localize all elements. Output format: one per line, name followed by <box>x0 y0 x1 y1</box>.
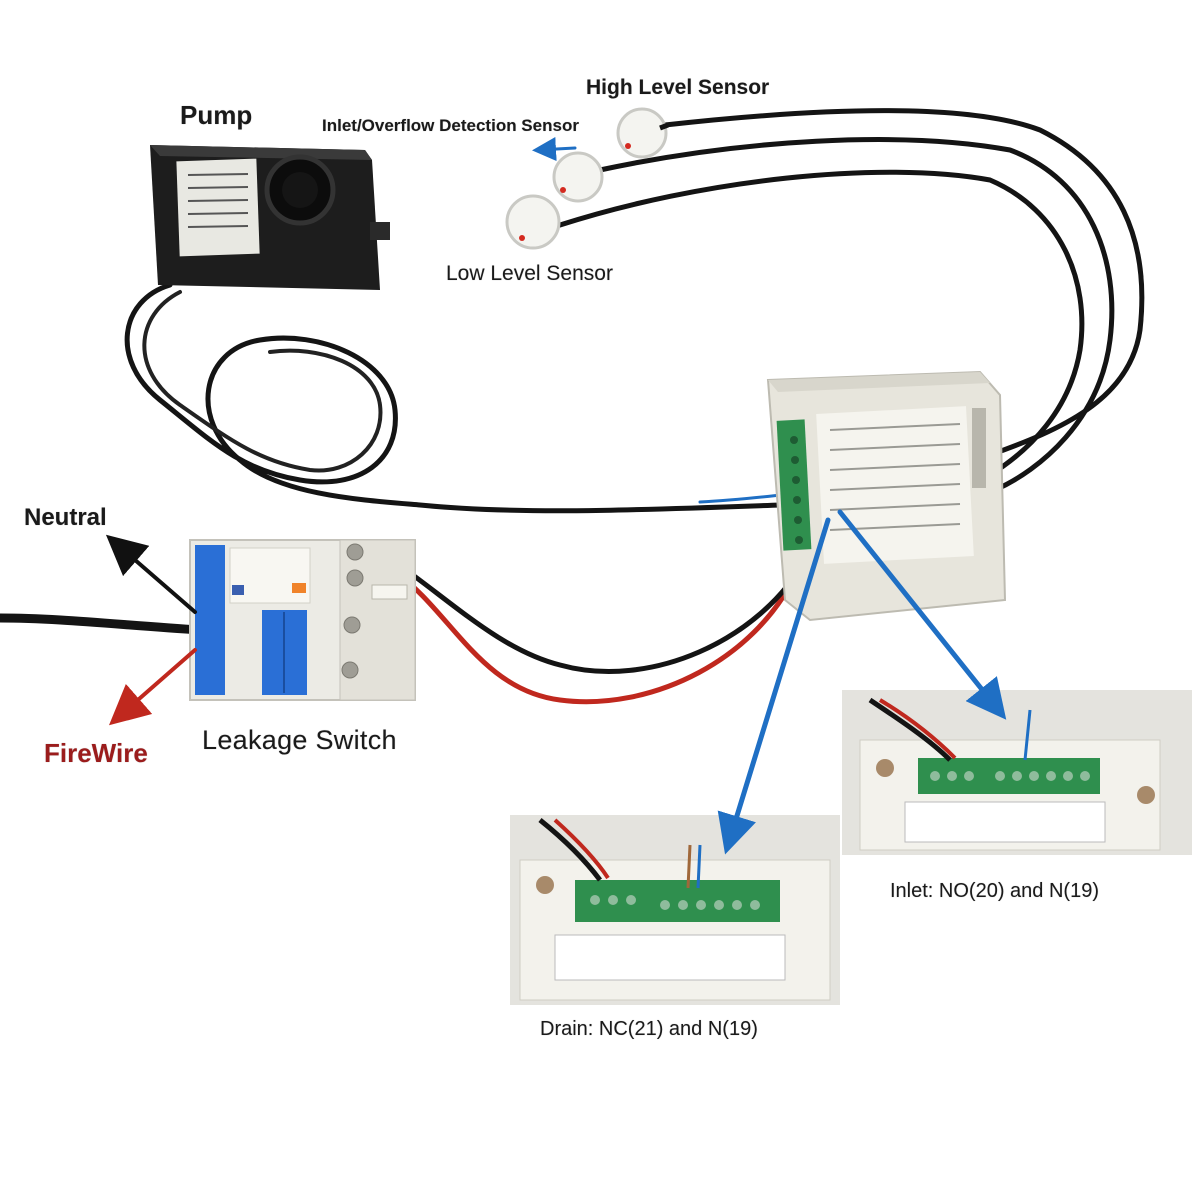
sensor-cable-inlet <box>597 137 1115 493</box>
sensor-cable-high <box>662 108 1145 458</box>
sensor-cable-low <box>557 169 1085 478</box>
leakage-switch-label: Leakage Switch <box>202 725 397 755</box>
firewire-arrow <box>108 648 197 726</box>
pump-label: Pump <box>180 100 253 130</box>
sensor-icon <box>505 107 669 250</box>
low-level-sensor-label: Low Level Sensor <box>446 262 613 285</box>
pump-cable <box>124 282 783 514</box>
firewire-label: FireWire <box>44 738 148 768</box>
neutral-label: Neutral <box>24 504 107 531</box>
neutral-arrow <box>105 534 197 614</box>
inlet-caption: Inlet: NO(20) and N(19) <box>890 880 1099 902</box>
inlet-callout-arrow <box>837 509 1007 720</box>
mains-cable <box>0 613 205 635</box>
high-level-sensor <box>616 107 669 159</box>
inlet-inset <box>842 690 1192 855</box>
breaker-icon <box>189 539 416 701</box>
controller-icon <box>766 370 1007 622</box>
pump-icon <box>150 145 390 290</box>
arrow-icon <box>105 137 1007 855</box>
low-level-sensor <box>505 194 561 250</box>
cables <box>0 108 1145 705</box>
live-wire <box>392 562 803 705</box>
neutral-wire <box>389 557 808 674</box>
inlet-overflow-sensor <box>552 151 604 203</box>
drain-inset <box>510 815 840 1005</box>
drain-caption: Drain: NC(21) and N(19) <box>540 1018 758 1040</box>
sensor-blue-arrow <box>532 137 577 162</box>
drain-callout-arrow <box>717 517 831 855</box>
inlet-overflow-sensor-label: Inlet/Overflow Detection Sensor <box>322 116 579 135</box>
pump-cable-2 <box>142 290 383 473</box>
high-level-sensor-label: High Level Sensor <box>586 76 770 99</box>
